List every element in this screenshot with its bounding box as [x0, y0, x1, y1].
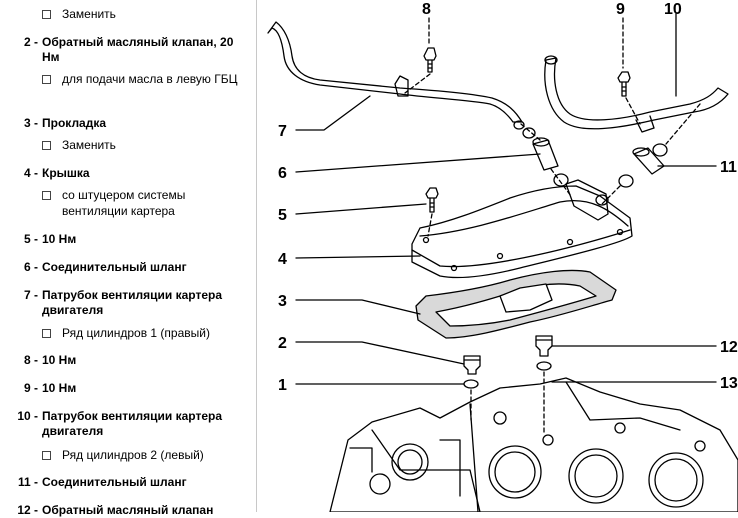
legend-item-number: 11 -	[17, 475, 38, 489]
legend-item-label: Соединительный шланг	[42, 475, 187, 489]
legend-item-label: Обратный масляный клапан	[42, 503, 214, 517]
legend-item-number: 9 -	[23, 381, 38, 395]
legend-item-number: 10 -	[17, 409, 38, 423]
vent-pipe-left-bank	[544, 57, 729, 130]
bullet-box-icon	[42, 329, 51, 338]
callout-12: 12	[720, 339, 738, 356]
bullet-box-icon	[42, 451, 51, 460]
legend-item-number: 6 -	[23, 260, 38, 274]
callout-4: 4	[278, 251, 287, 268]
engine-block	[329, 377, 738, 512]
o-ring-1	[463, 379, 479, 389]
legend-item-label: Крышка	[42, 166, 90, 180]
bullet-box-icon	[42, 10, 51, 19]
hose-clamp	[522, 127, 536, 139]
callout-7: 7	[278, 123, 287, 140]
leader-line-5	[295, 203, 427, 215]
bullet-box-icon	[42, 75, 51, 84]
o-ring-13	[536, 361, 552, 371]
legend-panel: Заменить 2 - Обратный масляный клапан, 2…	[0, 0, 256, 517]
legend-item-number: 8 -	[23, 353, 38, 367]
legend-item-label: Патрубок вентиляции картера двигателя	[42, 409, 222, 438]
callout-8: 8	[422, 1, 431, 18]
connecting-hose-6	[532, 139, 559, 171]
leader-line-3	[295, 299, 421, 315]
bullet-box-icon	[42, 141, 51, 150]
legend-item-number: 5 -	[23, 232, 38, 246]
leader-line-2	[295, 341, 465, 365]
legend-item-number: 12 -	[17, 503, 38, 517]
oil-check-valve-12	[535, 335, 553, 357]
hose-clamp	[553, 173, 569, 187]
callout-1: 1	[278, 377, 287, 394]
legend-item-number: 2 -	[23, 35, 38, 49]
bolt-5	[425, 187, 439, 213]
bolt-8	[423, 47, 437, 73]
hose-clamp	[618, 174, 634, 188]
hose-clamp	[652, 143, 668, 157]
legend-item-label: Прокладка	[42, 116, 107, 130]
leader-line-6	[295, 153, 541, 173]
valve-cover-4	[411, 185, 633, 279]
oil-check-valve-2	[463, 355, 481, 375]
callout-11: 11	[720, 159, 737, 176]
callout-6: 6	[278, 165, 287, 182]
leader-line-7	[295, 95, 371, 131]
legend-item-label: Обратный масляный клапан, 20 Нм	[42, 35, 234, 64]
bullet-box-icon	[42, 191, 51, 200]
vent-pipe-right-bank	[267, 21, 523, 123]
legend-item-number: 7 -	[23, 288, 38, 302]
legend-item-number: 4 -	[23, 166, 38, 180]
legend-item-label: 10 Нм	[42, 381, 77, 395]
panel-divider	[256, 0, 257, 512]
leader-line-4	[295, 255, 421, 259]
legend-item-label: Соединительный шланг	[42, 260, 187, 274]
callout-13: 13	[720, 375, 738, 392]
legend-item-label: 10 Нм	[42, 353, 77, 367]
legend-item-number: 3 -	[23, 116, 38, 130]
exploded-view-diagram: 8 9 10 7 6 11 5 4 3 2 12 1 13	[267, 1, 738, 512]
legend-item-label: Патрубок вентиляции картера двигателя	[42, 288, 222, 317]
callout-3: 3	[278, 293, 287, 310]
callout-5: 5	[278, 207, 287, 224]
callout-9: 9	[616, 1, 625, 18]
legend-item-label: 10 Нм	[42, 232, 77, 246]
callout-2: 2	[278, 335, 287, 352]
bolt-9	[617, 71, 631, 97]
callout-10: 10	[664, 1, 682, 18]
